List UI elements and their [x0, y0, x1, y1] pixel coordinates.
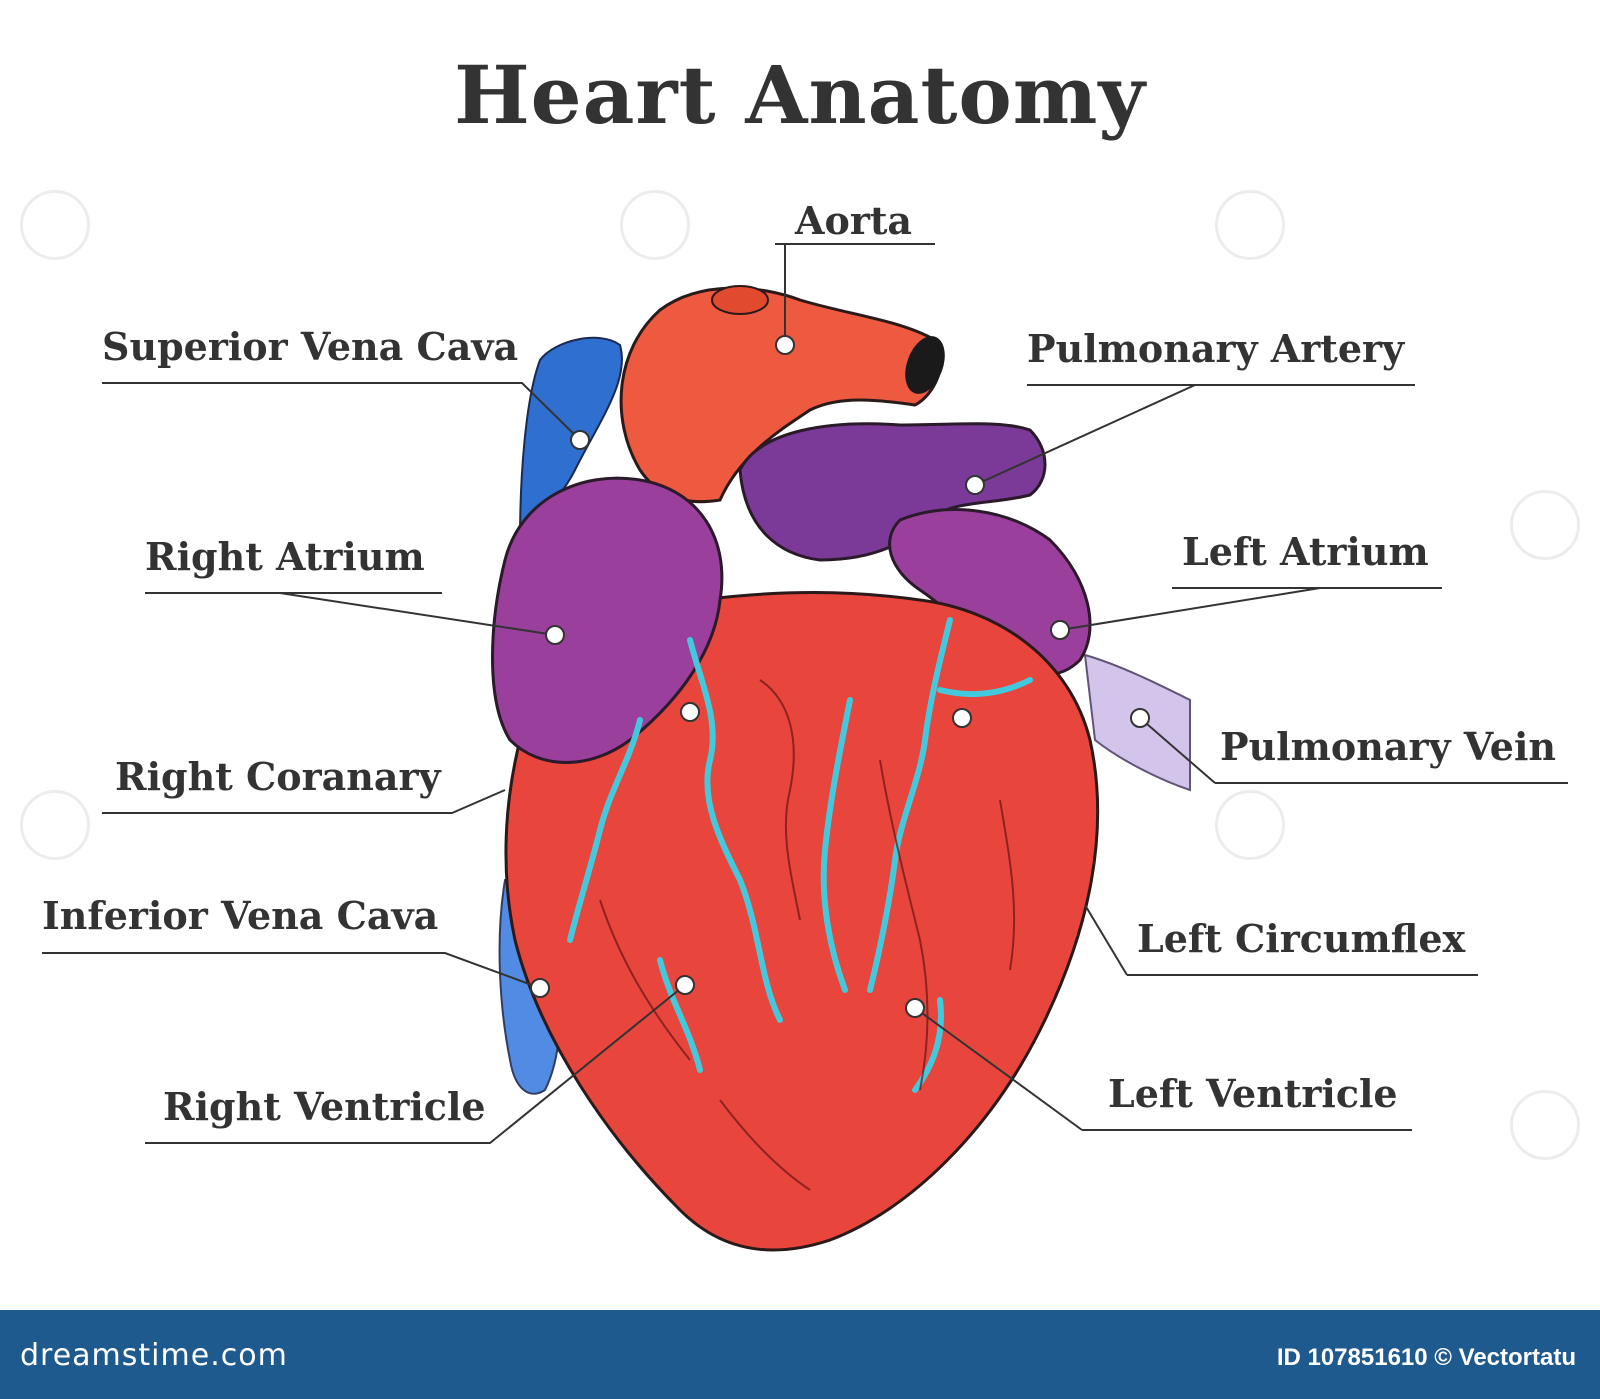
right-ventricle-dot — [675, 975, 695, 995]
watermark-icon — [20, 190, 90, 260]
heart-illustration — [42, 243, 1568, 1252]
left-atrium-shape — [888, 508, 1092, 677]
label-inferior-vena-cava: Inferior Vena Cava — [42, 893, 439, 938]
watermark-icon — [1215, 190, 1285, 260]
left-ventricle-dot — [905, 998, 925, 1018]
label-left-atrium: Left Atrium — [1182, 529, 1429, 574]
right-coronary-dot — [680, 702, 700, 722]
watermark-icon — [1510, 490, 1580, 560]
right-atrium-dot — [545, 625, 565, 645]
footer-bar: dreamstime.com ID 107851610 © Vectortatu — [0, 1310, 1600, 1399]
ventricle-shape — [504, 591, 1100, 1252]
leader-lines — [42, 243, 1568, 1144]
watermark-icon — [620, 190, 690, 260]
watermark-icon — [1510, 1090, 1580, 1160]
left-coronary-dot — [952, 708, 972, 728]
dreamstime-logo[interactable]: dreamstime.com — [20, 1338, 288, 1373]
label-right-ventricle: Right Ventricle — [163, 1084, 486, 1129]
label-pulmonary-vein: Pulmonary Vein — [1220, 724, 1557, 769]
watermark-icon — [1215, 790, 1285, 860]
watermark-icon — [20, 790, 90, 860]
diagram-title: Heart Anatomy — [454, 48, 1146, 142]
sketch-veins — [599, 679, 1016, 1191]
label-superior-vena-cava: Superior Vena Cava — [102, 324, 519, 369]
coronary-vessels — [567, 617, 1033, 1093]
label-left-ventricle: Left Ventricle — [1108, 1071, 1398, 1116]
label-aorta: Aorta — [795, 198, 913, 243]
pulmonary-vein-dot — [1130, 708, 1150, 728]
inferior-vena-cava-dot — [530, 978, 550, 998]
label-right-coronary: Right Coranary — [115, 754, 441, 799]
pointer-dots — [530, 335, 1150, 1018]
superior-vena-cava-dot — [570, 430, 590, 450]
image-id-credit: ID 107851610 © Vectortatu — [1276, 1344, 1576, 1371]
aorta-dot — [775, 335, 795, 355]
pulmonary-artery-shape — [738, 422, 1047, 562]
label-pulmonary-artery: Pulmonary Artery — [1027, 326, 1405, 371]
label-left-circumflex: Left Circumflex — [1137, 916, 1466, 961]
pulmonary-artery-dot — [965, 475, 985, 495]
aorta-branch — [711, 285, 769, 315]
aorta-opening — [905, 336, 945, 394]
left-atrium-dot — [1050, 620, 1070, 640]
label-right-atrium: Right Atrium — [145, 534, 425, 579]
